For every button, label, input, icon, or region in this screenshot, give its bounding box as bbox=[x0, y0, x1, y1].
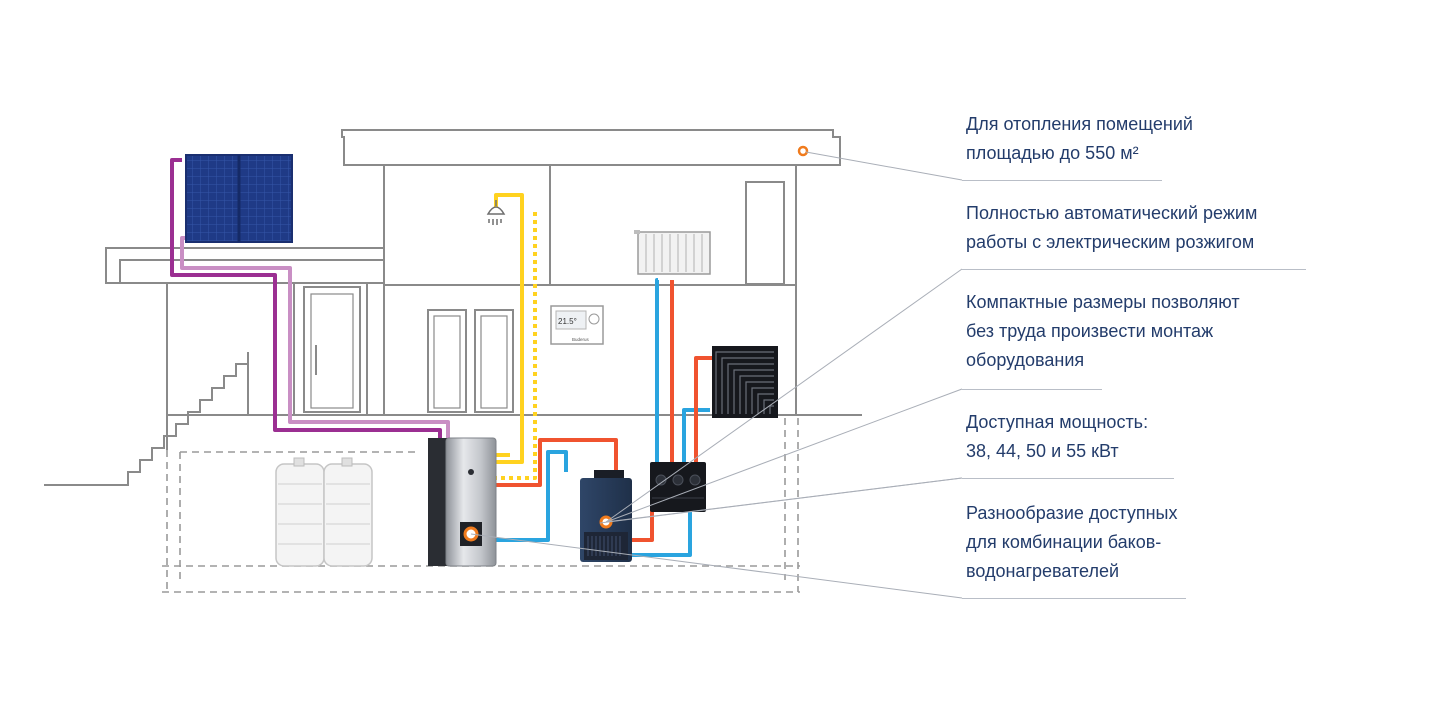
feature-line: Полностью автоматический режим bbox=[966, 203, 1258, 223]
feature-automatic-mode: Полностью автоматический режим работы с … bbox=[966, 199, 1257, 257]
feature-line: Доступная мощность: bbox=[966, 412, 1149, 432]
feature-line: Компактные размеры позволяют bbox=[966, 292, 1240, 312]
feature-compact-size: Компактные размеры позволяют без труда п… bbox=[966, 288, 1240, 375]
feature-line: работы с электрическим розжигом bbox=[966, 232, 1255, 252]
feature-line: площадью до 550 м² bbox=[966, 143, 1139, 163]
house-outline bbox=[44, 129, 862, 486]
roof-marker-icon bbox=[797, 145, 809, 157]
feature-line: Для отопления помещений bbox=[966, 114, 1193, 134]
feature-divider bbox=[962, 478, 1174, 479]
feature-line: оборудования bbox=[966, 350, 1085, 370]
feature-divider bbox=[962, 180, 1162, 181]
feature-line: 38, 44, 50 и 55 кВт bbox=[966, 441, 1119, 461]
shower-icon bbox=[486, 200, 506, 225]
thermostat-icon: 21.5° Buderus bbox=[550, 305, 604, 345]
thermostat-display: 21.5° bbox=[558, 317, 577, 326]
feature-line: Разнообразие доступных bbox=[966, 503, 1178, 523]
radiator-icon bbox=[634, 230, 711, 275]
leader-lines bbox=[470, 151, 963, 599]
pump-group-icon bbox=[650, 462, 706, 512]
oil-tank-icon bbox=[275, 457, 373, 567]
feature-line: для комбинации баков- bbox=[966, 532, 1162, 552]
feature-divider bbox=[962, 389, 1102, 390]
feature-tank-combinations: Разнообразие доступных для комбинации ба… bbox=[966, 499, 1177, 586]
feature-divider bbox=[962, 269, 1306, 270]
boiler-icon bbox=[580, 470, 632, 562]
solar-collector-icon bbox=[185, 154, 293, 243]
storage-tank-icon bbox=[428, 437, 497, 567]
heat-exchanger-panel-icon bbox=[712, 346, 778, 418]
pipes bbox=[170, 158, 712, 557]
thermostat-brand: Buderus bbox=[572, 337, 590, 342]
feature-available-power: Доступная мощность: 38, 44, 50 и 55 кВт bbox=[966, 408, 1148, 466]
feature-line: водонагревателей bbox=[966, 561, 1120, 581]
feature-line: без труда произвести монтаж bbox=[966, 321, 1214, 341]
feature-heating-area: Для отопления помещений площадью до 550 … bbox=[966, 110, 1193, 168]
feature-divider bbox=[962, 598, 1186, 599]
